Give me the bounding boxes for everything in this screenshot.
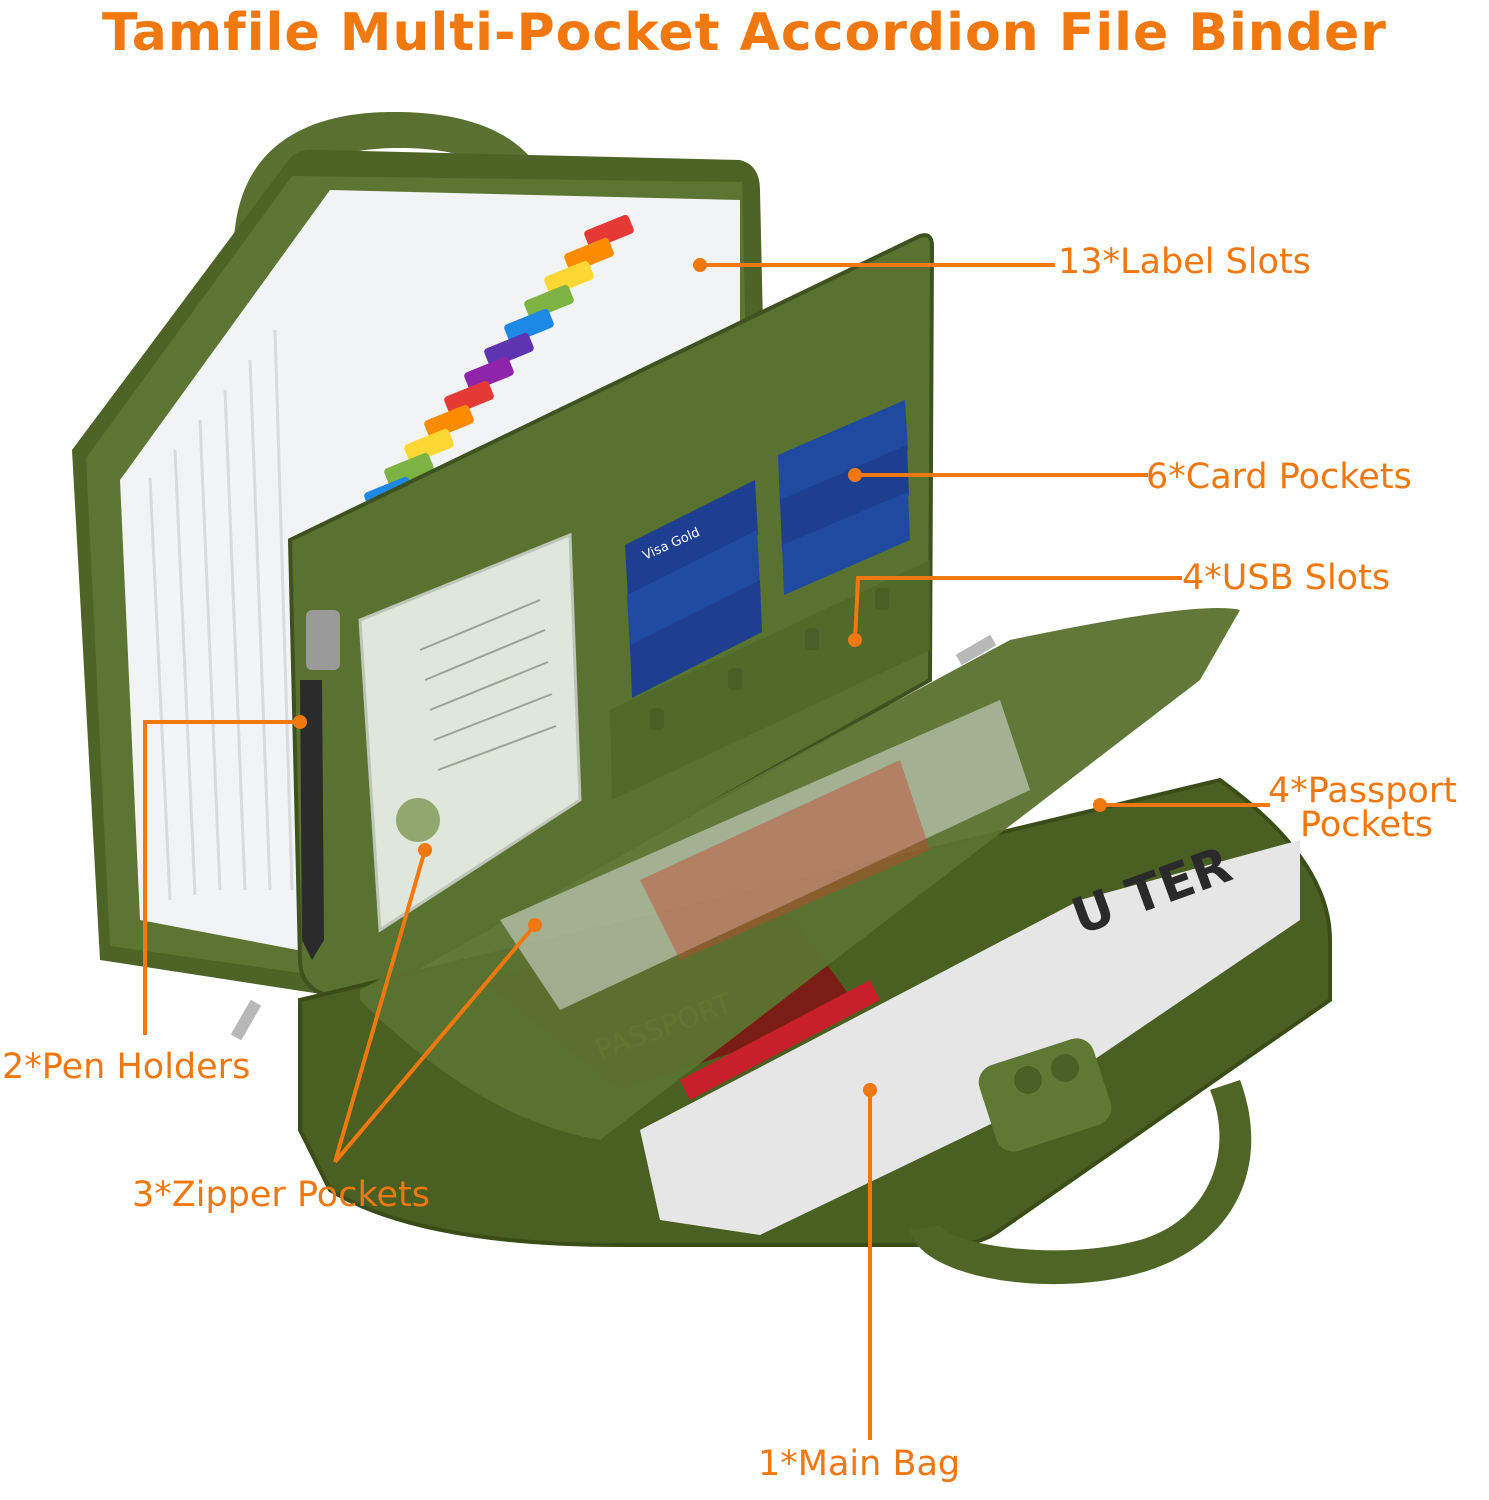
callout-pen-holders: 2*Pen Holders (2, 1047, 251, 1087)
callout-passport-pockets-line1: 4*Passport (1268, 771, 1457, 811)
callout-dots (293, 258, 1107, 1097)
callout-lines (143, 263, 1270, 1440)
callout-main-bag: 1*Main Bag (758, 1444, 961, 1484)
card-pockets (625, 400, 910, 698)
callout-card-pockets: 6*Card Pockets (1146, 457, 1412, 497)
callout-passport-pockets-line2: Pockets (1300, 805, 1434, 845)
bottom-handle (910, 1080, 1252, 1285)
magazines (640, 840, 1300, 1235)
callout-usb-slots: 4*USB Slots (1182, 558, 1391, 598)
callout-label-slots: 13*Label Slots (1058, 242, 1311, 282)
page-title: Tamfile Multi-Pocket Accordion File Bind… (102, 3, 1387, 63)
callout-zipper-pockets: 3*Zipper Pockets (132, 1175, 430, 1215)
pen (300, 680, 324, 960)
